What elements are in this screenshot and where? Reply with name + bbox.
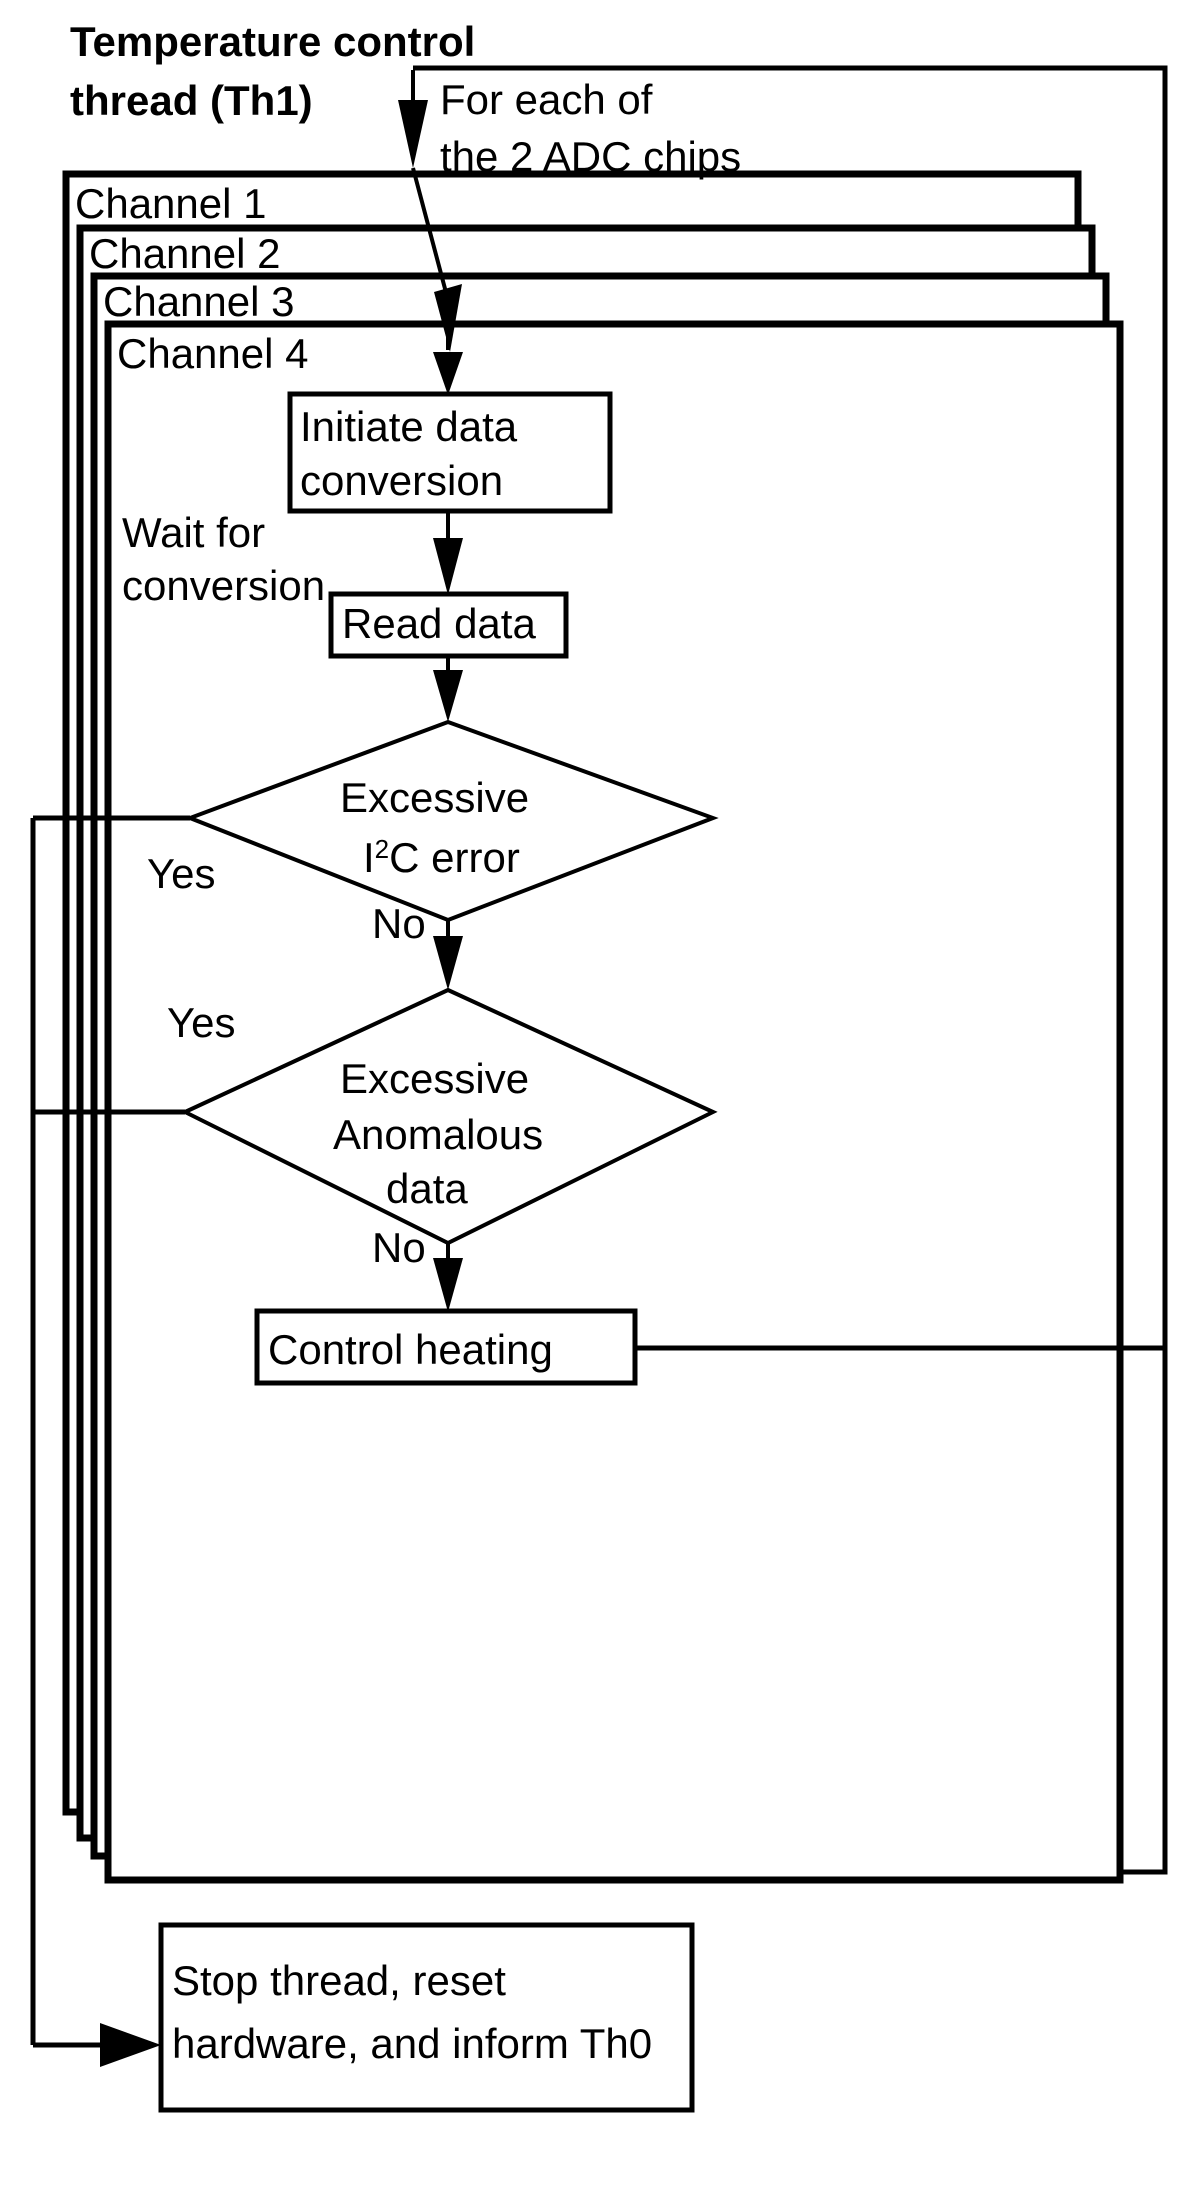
anomalous-no-label: No	[372, 1224, 426, 1271]
channel-3-label: Channel 3	[103, 278, 294, 325]
initiate-data-conversion-line1: Initiate data	[300, 403, 518, 450]
i2c-no-arrow-icon	[433, 920, 463, 990]
anomalous-line1: Excessive	[340, 1055, 529, 1102]
i2c-no-label: No	[372, 900, 426, 947]
adc-loop-label-line2: the 2 ADC chips	[440, 133, 741, 180]
initiate-data-conversion-line2: conversion	[300, 457, 503, 504]
stop-thread-line1: Stop thread, reset	[172, 1957, 506, 2004]
read-data-label: Read data	[342, 600, 536, 647]
channel-4-label: Channel 4	[117, 330, 308, 377]
stop-thread-box	[158, 1922, 695, 2113]
channel-4-frame	[104, 320, 1124, 1884]
channel-2-label: Channel 2	[89, 230, 280, 277]
stop-thread-line2: hardware, and inform Th0	[172, 2020, 652, 2067]
stop-thread-arrow-icon	[33, 2023, 161, 2067]
anomalous-no-arrow-icon	[433, 1243, 463, 1312]
initiate-data-conversion-box	[287, 391, 613, 514]
anomalous-yes-label: Yes	[167, 999, 236, 1046]
channel-cascade-arrow-icon	[411, 167, 463, 395]
initiate-to-read-arrow-icon	[433, 511, 463, 595]
page-title-line2: thread (Th1)	[70, 77, 313, 124]
i2c-error-suffix: C error	[389, 834, 520, 881]
entry-arrow-icon	[398, 70, 428, 168]
adc-loop-label-line1: For each of	[440, 76, 653, 123]
i2c-yes-label: Yes	[147, 850, 216, 897]
channel-1-label: Channel 1	[75, 180, 266, 227]
read-to-i2c-arrow-icon	[433, 656, 463, 722]
control-heating-label: Control heating	[268, 1326, 553, 1373]
i2c-error-superscript: 2	[375, 834, 389, 864]
wait-for-conversion-line1: Wait for	[122, 509, 265, 556]
i2c-error-prefix: I	[363, 834, 375, 881]
wait-for-conversion-line2: conversion	[122, 562, 325, 609]
page-title-line1: Temperature control	[70, 18, 475, 65]
i2c-error-line1: Excessive	[340, 774, 529, 821]
read-data-box	[328, 591, 569, 659]
anomalous-line3: data	[386, 1165, 468, 1212]
anomalous-line2: Anomalous	[333, 1111, 543, 1158]
i2c-error-line2: I2C error	[363, 834, 520, 881]
